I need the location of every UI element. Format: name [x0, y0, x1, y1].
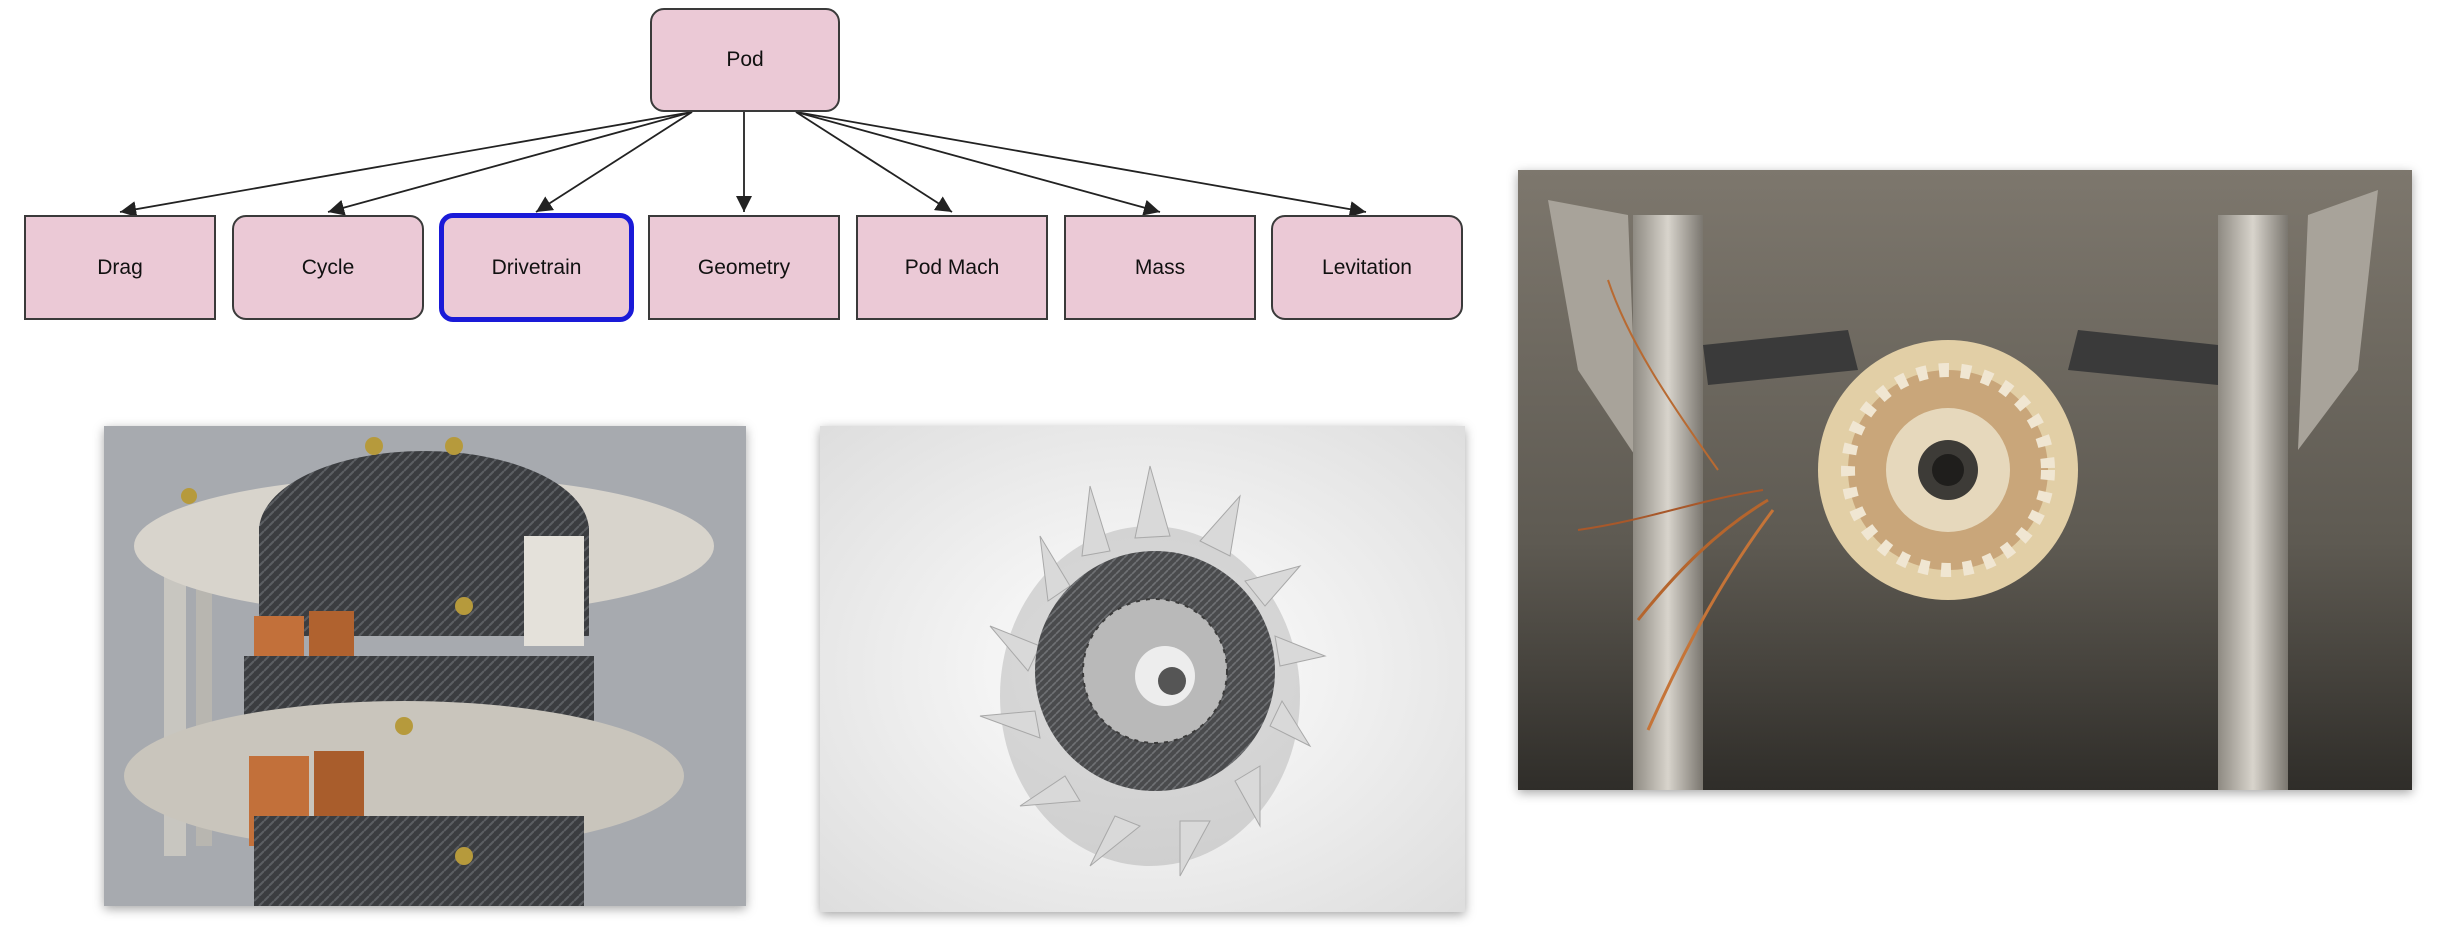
- edge-pod-drivetrain: [535, 111, 693, 213]
- node-mass[interactable]: Mass: [1064, 215, 1256, 320]
- node-pod[interactable]: Pod: [650, 8, 840, 112]
- node-geometry[interactable]: Geometry: [648, 215, 840, 320]
- node-drivetrain[interactable]: Drivetrain: [439, 213, 634, 322]
- node-levitation[interactable]: Levitation: [1271, 215, 1463, 320]
- edge-pod-drag: [119, 111, 693, 218]
- node-drag[interactable]: Drag: [24, 215, 216, 320]
- motor-stack-render-image: [104, 426, 746, 906]
- edge-pod-mass: [795, 111, 1161, 216]
- node-pod-mach[interactable]: Pod Mach: [856, 215, 1048, 320]
- edge-pod-cycle: [327, 111, 693, 216]
- edge-pod-pod-mach: [795, 111, 953, 213]
- stator-test-rig-photo: [1518, 170, 2412, 790]
- node-cycle[interactable]: Cycle: [232, 215, 424, 320]
- fan-rotor-render-image: [820, 426, 1465, 912]
- edge-pod-levitation: [795, 111, 1367, 218]
